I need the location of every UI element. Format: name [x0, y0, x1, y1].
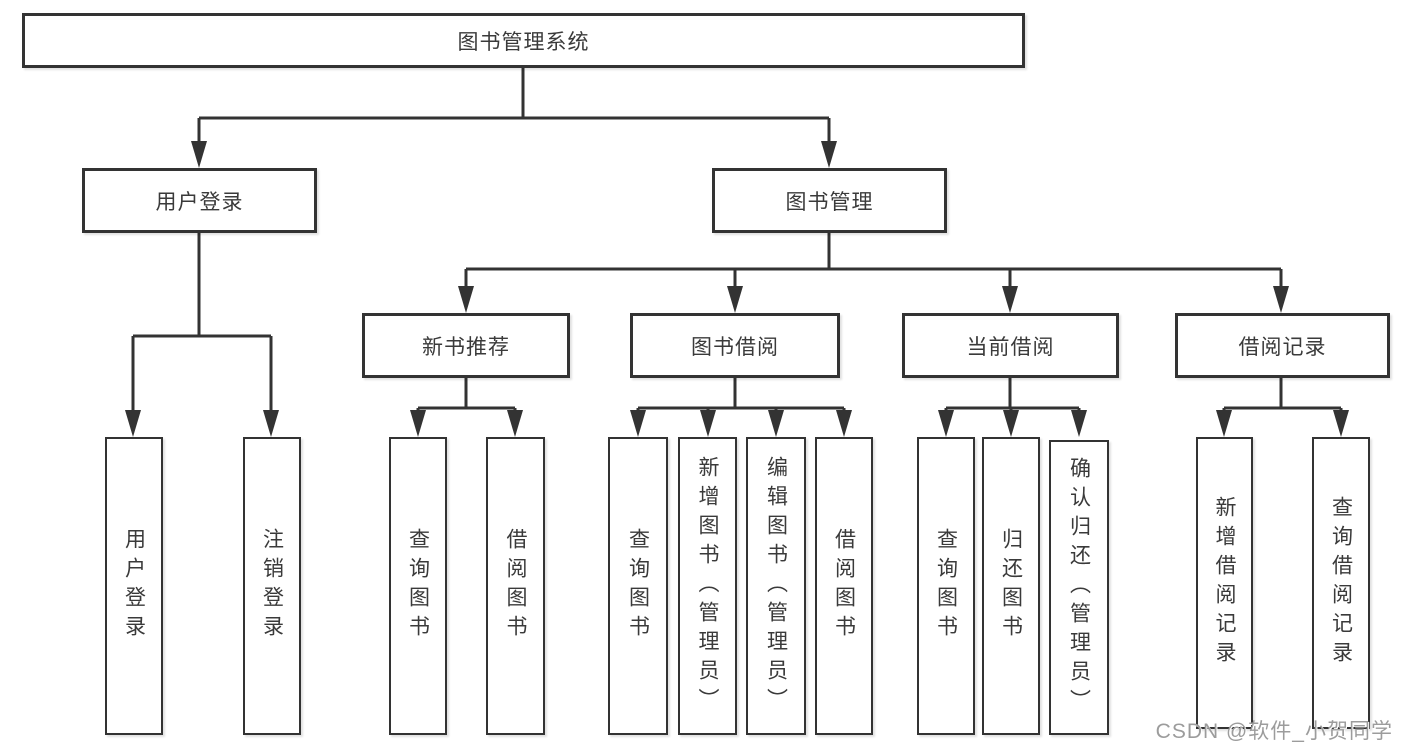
node-label: 查询图书 [934, 528, 958, 644]
node-label: 借阅图书 [832, 528, 856, 644]
node-label: 查询图书 [406, 528, 430, 644]
node-query-borrow-record: 查询借阅记录 [1312, 437, 1370, 729]
node-book-management: 图书管理 [712, 168, 947, 233]
node-user-login: 用户登录 [105, 437, 163, 735]
node-borrow-books-recommend: 借阅图书 [486, 437, 545, 735]
node-add-book-admin: 新增图书（管理员） [678, 437, 737, 735]
node-query-books-current: 查询图书 [917, 437, 975, 735]
node-current-borrow: 当前借阅 [902, 313, 1119, 378]
node-add-borrow-record: 新增借阅记录 [1196, 437, 1253, 729]
node-label: 编辑图书（管理员） [764, 455, 788, 717]
node-confirm-return-admin: 确认归还（管理员） [1049, 440, 1109, 735]
node-label: 注销登录 [260, 528, 284, 644]
node-library-system: 图书管理系统 [22, 13, 1025, 68]
node-label: 图书管理系统 [457, 30, 590, 54]
node-borrow-records: 借阅记录 [1175, 313, 1390, 378]
node-borrow-books: 借阅图书 [815, 437, 873, 735]
node-label: 新增图书（管理员） [696, 455, 719, 717]
node-book-borrow: 图书借阅 [630, 313, 840, 378]
node-label: 确认归还（管理员） [1067, 457, 1091, 718]
node-label: 借阅图书 [504, 528, 527, 644]
node-label: 用户登录 [155, 190, 244, 214]
node-label: 新书推荐 [422, 335, 510, 359]
node-edit-book-admin: 编辑图书（管理员） [746, 437, 806, 735]
node-label: 图书借阅 [691, 335, 779, 359]
node-label: 查询借阅记录 [1329, 496, 1353, 670]
csdn-watermark: CSDN @软件_小贺同学 [1155, 720, 1393, 743]
node-user-login-group: 用户登录 [82, 168, 317, 233]
node-label: 借阅记录 [1238, 335, 1327, 359]
node-label: 查询图书 [626, 528, 650, 644]
node-label: 当前借阅 [966, 335, 1055, 359]
node-logout: 注销登录 [243, 437, 301, 735]
node-query-books-borrow: 查询图书 [608, 437, 668, 735]
node-label: 新增借阅记录 [1213, 496, 1236, 670]
node-new-book-recommend: 新书推荐 [362, 313, 570, 378]
node-query-books-recommend: 查询图书 [389, 437, 447, 735]
node-return-book: 归还图书 [982, 437, 1040, 735]
arrowhead-icons [125, 141, 1349, 437]
node-label: 图书管理 [785, 190, 874, 214]
node-label: 归还图书 [999, 528, 1023, 644]
node-label: 用户登录 [122, 528, 146, 644]
